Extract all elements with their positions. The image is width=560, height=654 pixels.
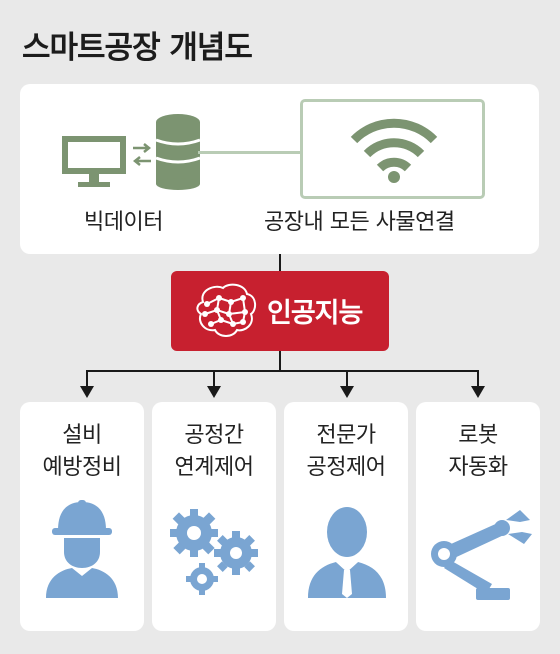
arrow-down-icon [471,370,485,398]
expert-person-icon [308,507,386,598]
gears-icon [170,509,258,595]
iot-label: 공장내 모든 사물연결 [264,210,455,235]
card-process-link-control [152,402,276,631]
card-title-line1: 전문가 [316,423,376,448]
robot-arm-icon [431,510,532,600]
connector-line [279,351,281,371]
connector-line [86,370,478,372]
card-title-line1: 공정간 [184,423,244,448]
card-title-line2: 연계제어 [174,455,254,480]
wifi-icon [350,118,438,183]
arrow-down-icon [80,370,94,398]
connector-line [279,254,281,272]
page-title: 스마트공장 개념도 [22,30,253,66]
ai-box [171,271,389,351]
card-title: 전문가 공정제어 [284,420,408,484]
exchange-arrows-icon [132,143,152,166]
card-title-line2: 공정제어 [306,455,386,480]
bigdata-label: 빅데이터 [84,210,163,235]
ai-label: 인공지능 [267,298,363,329]
card-title-line2: 예방정비 [42,455,122,480]
database-icon [155,114,201,190]
card-title-line1: 설비 [62,423,102,448]
card-title: 로봇 자동화 [416,420,540,484]
arrow-down-icon [340,370,354,398]
connector-line [198,151,302,154]
monitor-icon [62,136,126,187]
brain-icon [196,283,257,337]
card-title-line2: 자동화 [448,455,508,480]
card-title: 설비 예방정비 [20,420,144,484]
worker-helmet-icon [46,500,118,598]
arrow-down-icon [207,370,221,398]
card-title: 공정간 연계제어 [152,420,276,484]
card-title-line1: 로봇 [458,423,498,448]
